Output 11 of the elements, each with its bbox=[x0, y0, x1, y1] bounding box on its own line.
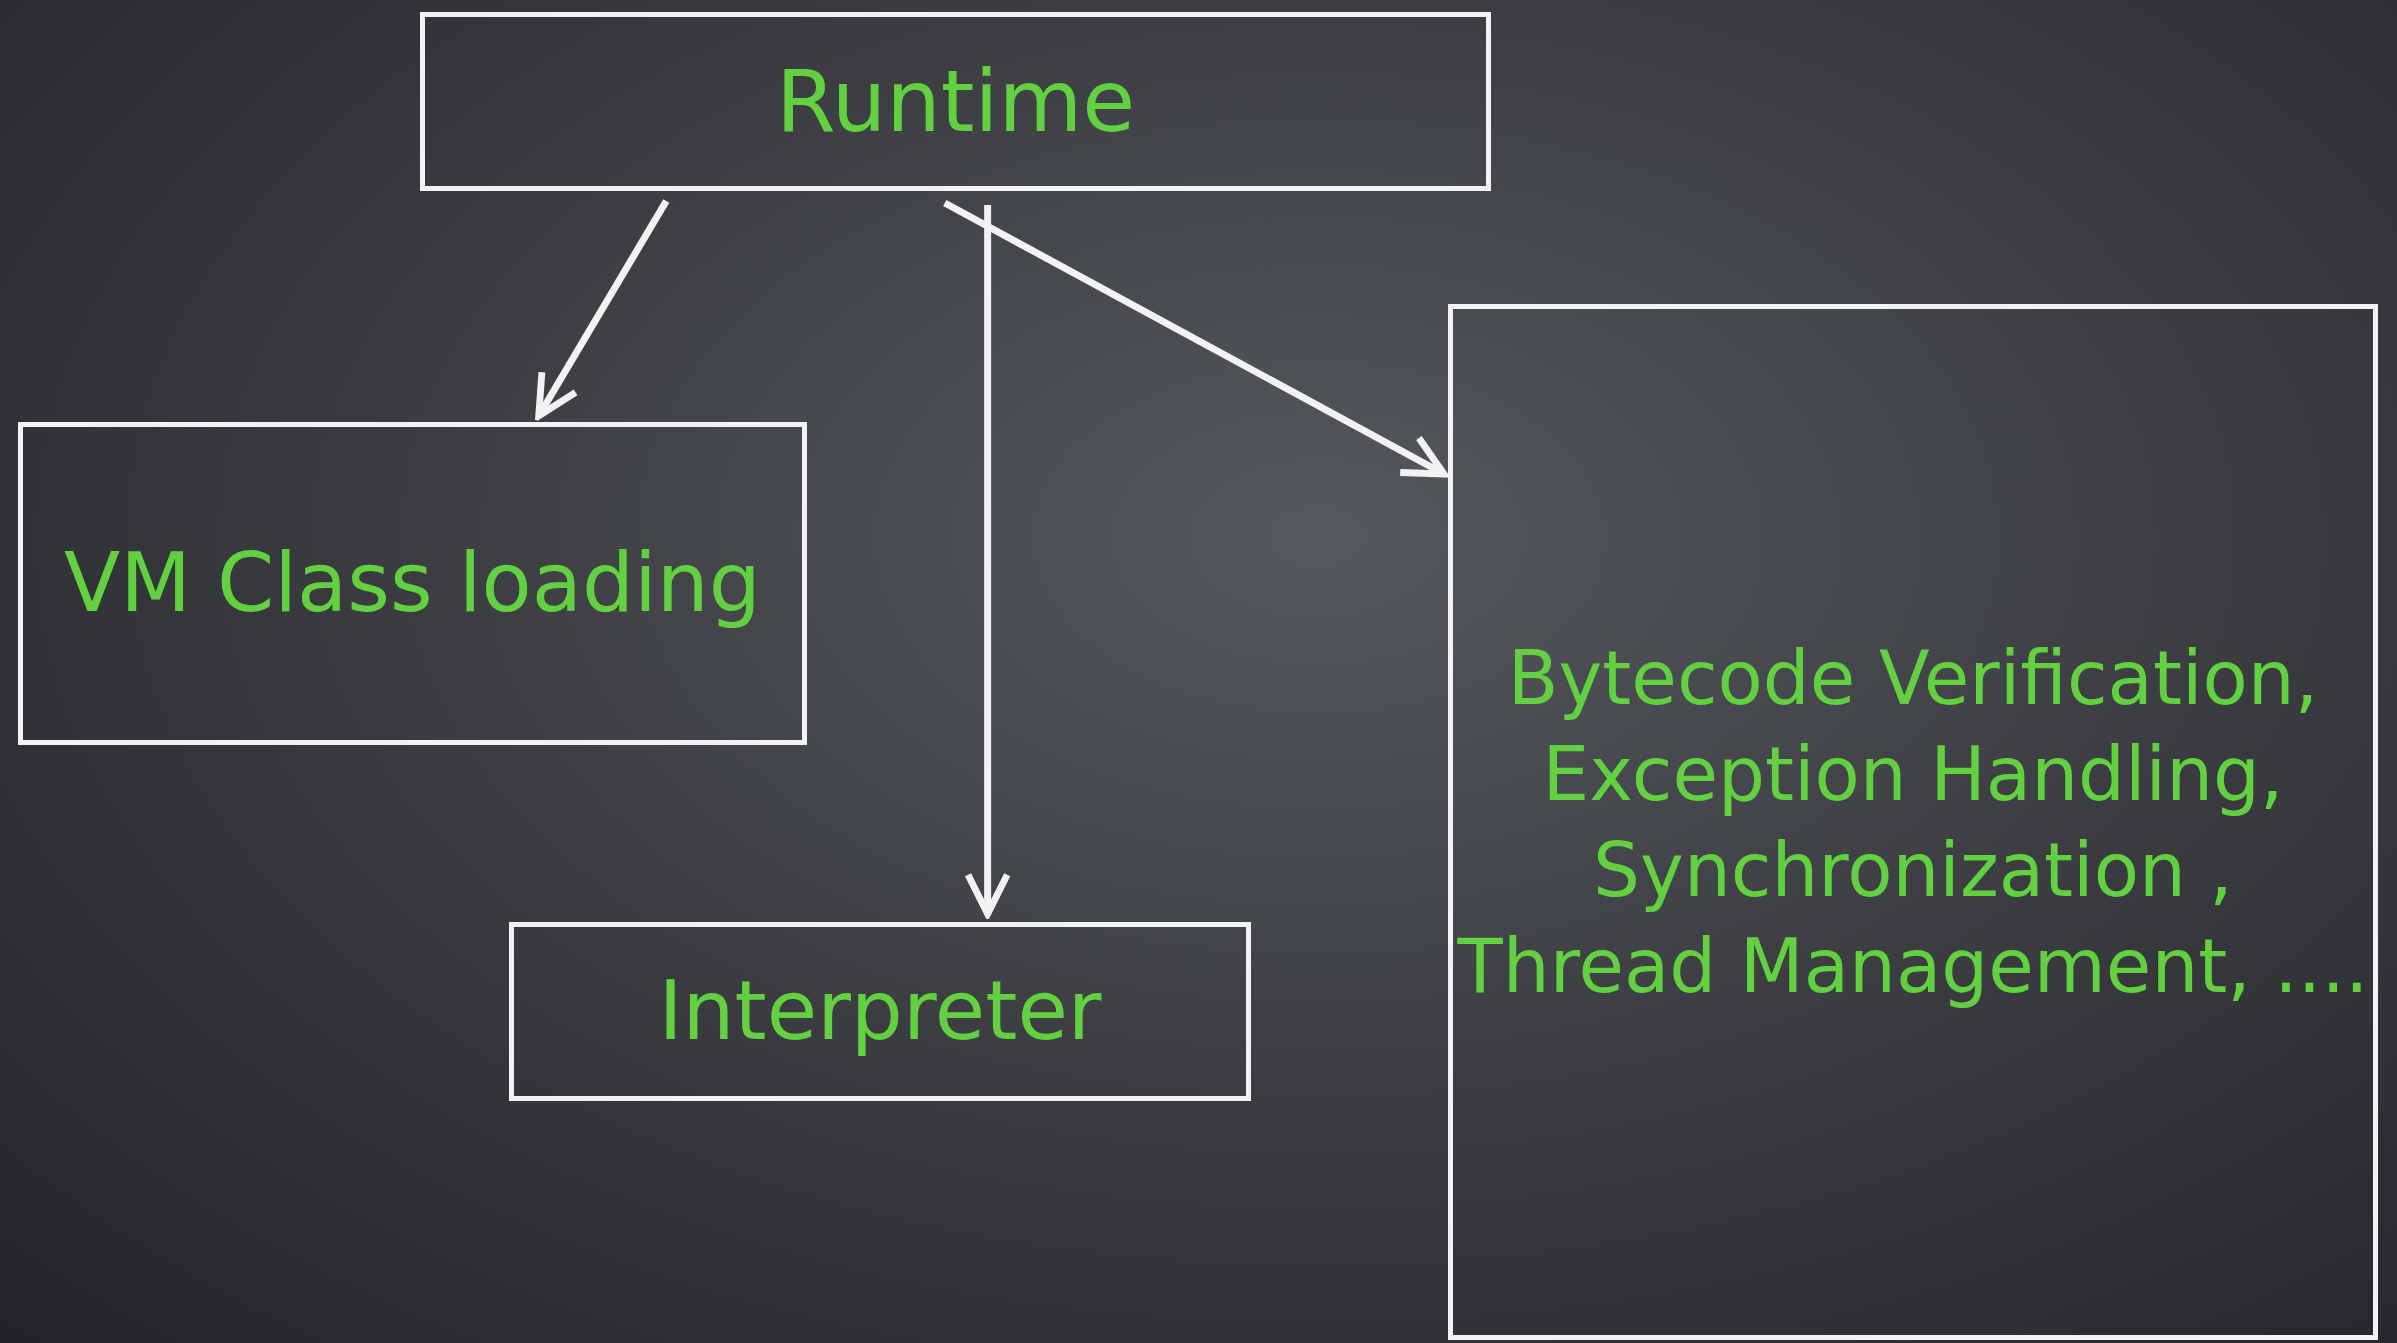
arrow bbox=[535, 199, 670, 420]
node-label: Bytecode Verification, Exception Handling, Synchronization , Thread Management, .... bbox=[1456, 633, 2370, 1012]
process-box bbox=[1448, 304, 2378, 1340]
arrow bbox=[943, 199, 1448, 478]
arrow bbox=[964, 205, 1011, 918]
node-label: Interpreter bbox=[658, 962, 1102, 1061]
process-box bbox=[18, 422, 807, 745]
node-label: Runtime bbox=[775, 49, 1136, 153]
node-label: VM Class loading bbox=[64, 534, 761, 633]
title-box bbox=[420, 12, 1491, 191]
process-box bbox=[509, 922, 1251, 1101]
